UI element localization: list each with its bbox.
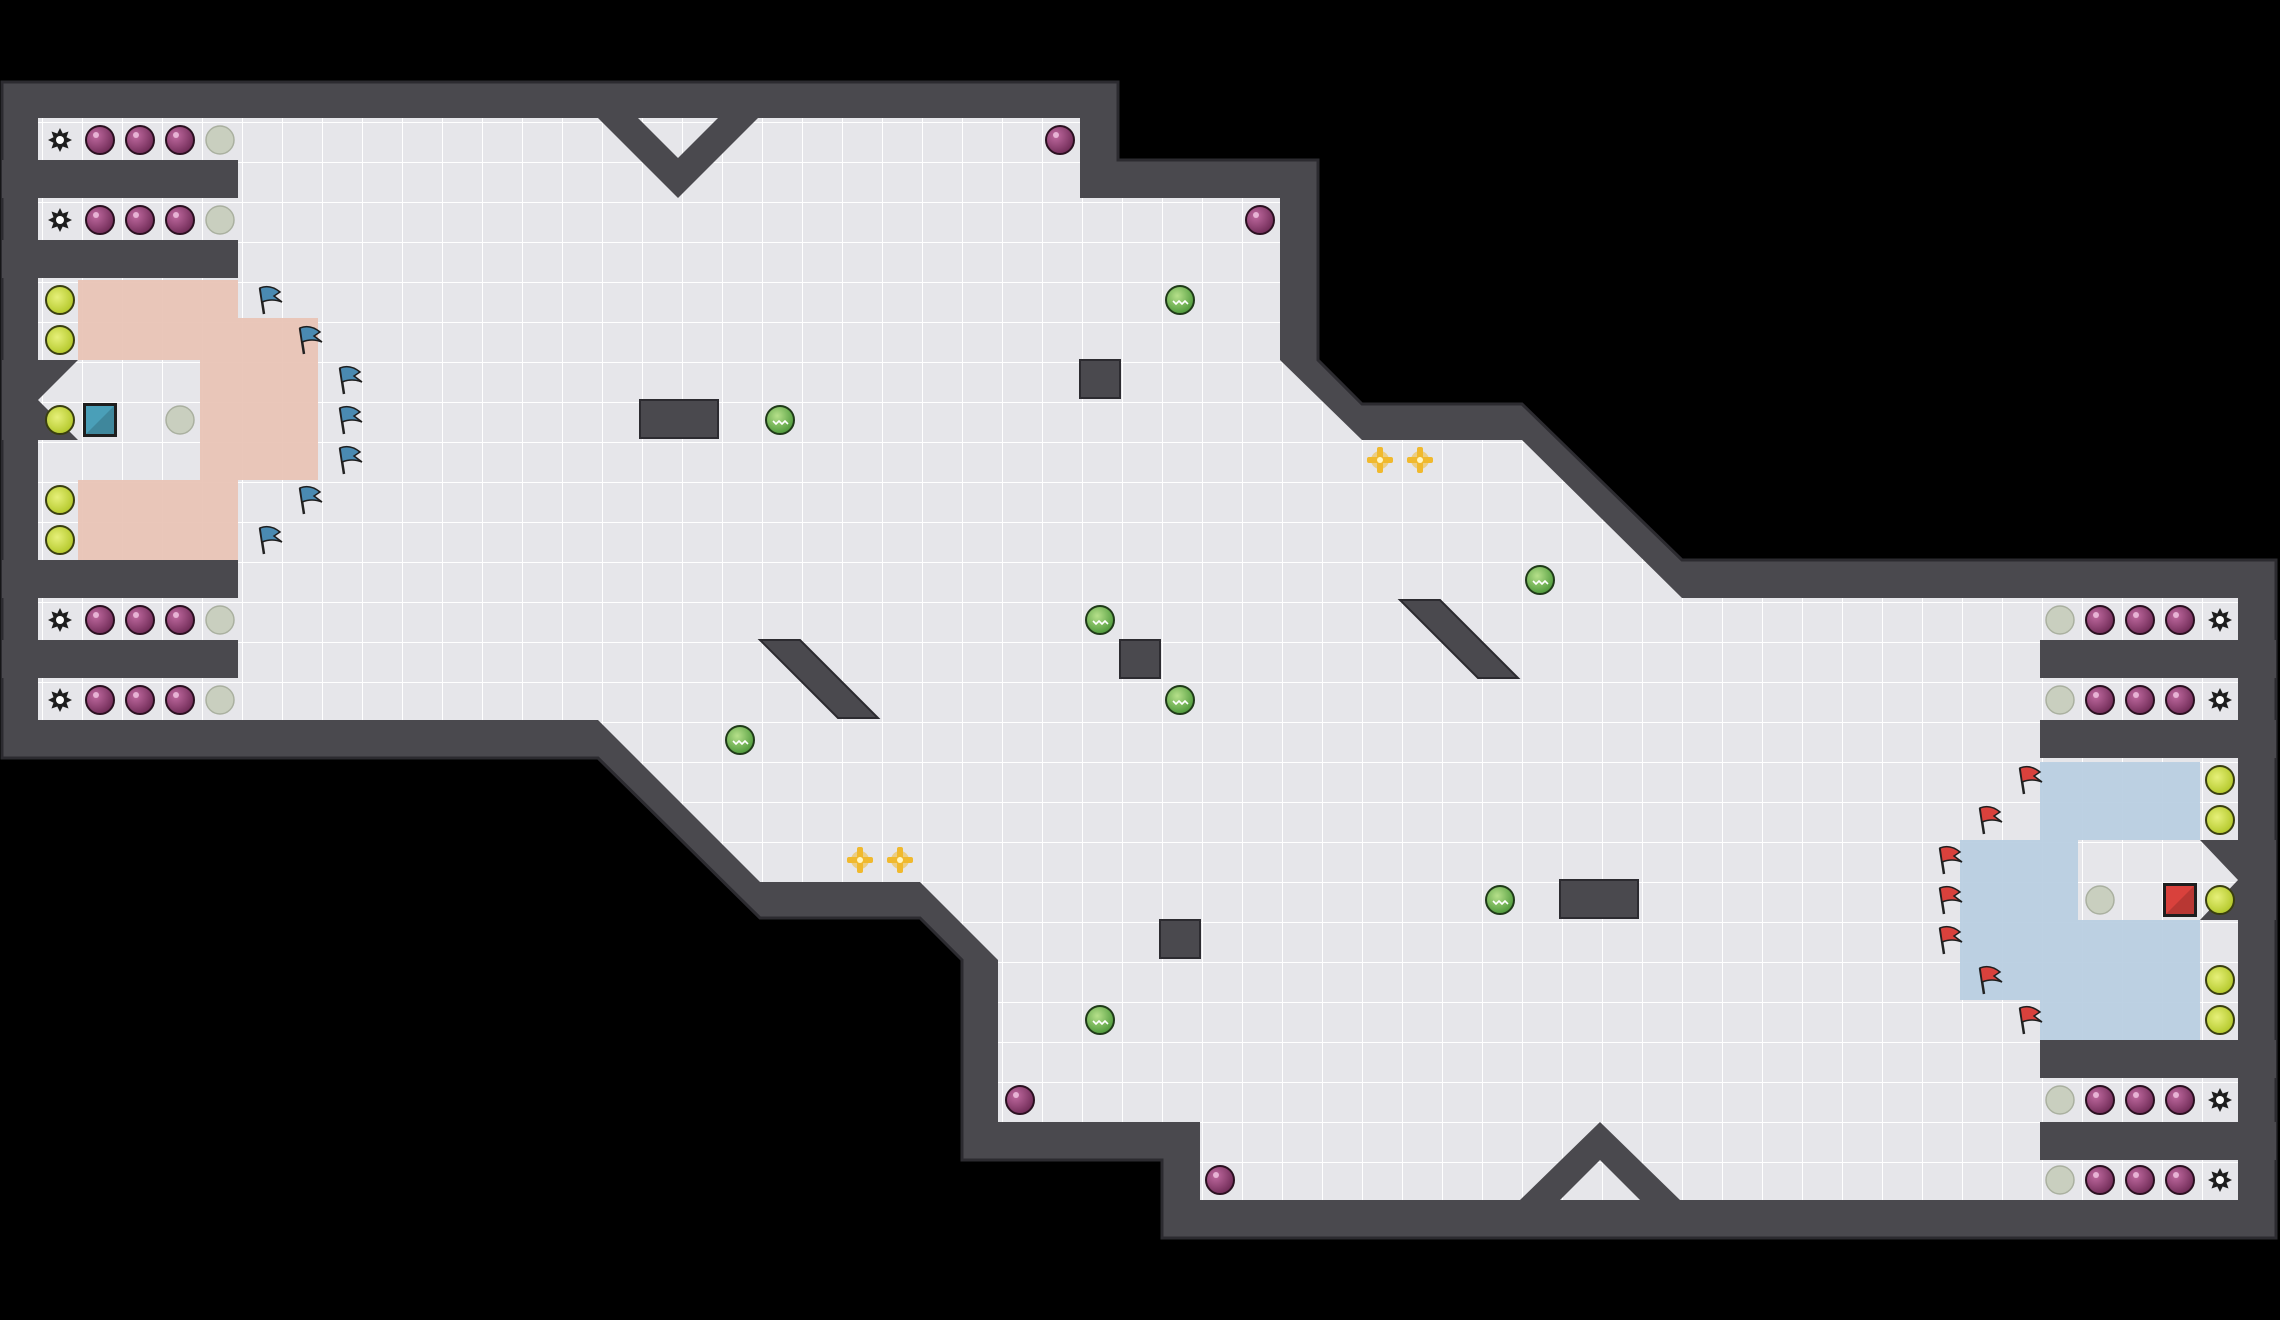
flag-icon[interactable] — [1938, 925, 1963, 955]
flag-icon[interactable] — [1938, 885, 1963, 915]
bomb-icon[interactable] — [165, 205, 195, 235]
spike-icon — [2208, 1168, 2232, 1192]
boost-pad-icon[interactable] — [45, 485, 75, 515]
bomb-icon[interactable] — [85, 605, 115, 635]
blue-base-zone — [1960, 762, 2200, 1040]
bomb-icon[interactable] — [2085, 1165, 2115, 1195]
portal-icon[interactable] — [887, 847, 913, 873]
bomb-icon[interactable] — [125, 685, 155, 715]
portal-icon[interactable] — [1367, 447, 1393, 473]
spike-icon — [2208, 688, 2232, 712]
bomb-icon[interactable] — [165, 685, 195, 715]
bomb-icon[interactable] — [1245, 205, 1275, 235]
bomb-icon[interactable] — [2085, 685, 2115, 715]
map-items — [45, 125, 2235, 1195]
bomb-icon[interactable] — [85, 685, 115, 715]
flag-icon[interactable] — [338, 445, 363, 475]
flag-icon[interactable] — [2018, 1005, 2043, 1035]
spike-icon — [48, 128, 72, 152]
inactive-boost-icon — [2045, 685, 2075, 715]
powerup-icon[interactable] — [765, 405, 795, 435]
boost-pad-icon[interactable] — [45, 285, 75, 315]
red-base-zone — [78, 280, 318, 560]
spike-icon — [2208, 608, 2232, 632]
bomb-icon[interactable] — [125, 125, 155, 155]
boost-pad-icon[interactable] — [2205, 805, 2235, 835]
inactive-boost-icon — [205, 685, 235, 715]
boost-pad-icon[interactable] — [45, 325, 75, 355]
bomb-icon[interactable] — [125, 205, 155, 235]
boost-pad-icon[interactable] — [2205, 965, 2235, 995]
bomb-icon[interactable] — [85, 125, 115, 155]
top-notch-inner — [638, 118, 718, 158]
bomb-icon[interactable] — [2085, 605, 2115, 635]
portal-icon[interactable] — [1407, 447, 1433, 473]
flag-icon[interactable] — [1978, 965, 2003, 995]
boost-pad-icon[interactable] — [45, 525, 75, 555]
spike-icon — [48, 208, 72, 232]
inactive-boost-icon — [2045, 1165, 2075, 1195]
flag-icon[interactable] — [338, 405, 363, 435]
bomb-icon[interactable] — [2165, 1085, 2195, 1115]
powerup-icon[interactable] — [1085, 605, 1115, 635]
inactive-boost-icon — [2045, 605, 2075, 635]
flag-icon[interactable] — [258, 525, 283, 555]
flag-icon[interactable] — [2018, 765, 2043, 795]
flag-icon[interactable] — [338, 365, 363, 395]
flag-icon[interactable] — [298, 485, 323, 515]
bomb-icon[interactable] — [125, 605, 155, 635]
inactive-boost-icon — [2085, 885, 2115, 915]
powerup-icon[interactable] — [1485, 885, 1515, 915]
bomb-icon[interactable] — [1205, 1165, 1235, 1195]
bomb-icon[interactable] — [165, 125, 195, 155]
flag-icon[interactable] — [258, 285, 283, 315]
spike-icon — [48, 608, 72, 632]
flag-icon[interactable] — [1938, 845, 1963, 875]
inactive-boost-icon — [205, 125, 235, 155]
powerup-icon[interactable] — [725, 725, 755, 755]
inactive-boost-icon — [2045, 1085, 2075, 1115]
spike-icon — [2208, 1088, 2232, 1112]
powerup-icon[interactable] — [1165, 685, 1195, 715]
boost-pad-icon[interactable] — [2205, 1005, 2235, 1035]
powerup-icon[interactable] — [1165, 285, 1195, 315]
bomb-icon[interactable] — [1005, 1085, 1035, 1115]
bomb-icon[interactable] — [2165, 605, 2195, 635]
bomb-icon[interactable] — [85, 205, 115, 235]
inactive-boost-icon — [165, 405, 195, 435]
spike-icon — [48, 688, 72, 712]
portal-icon[interactable] — [847, 847, 873, 873]
bomb-icon[interactable] — [1045, 125, 1075, 155]
inactive-boost-icon — [205, 605, 235, 635]
bomb-icon[interactable] — [2125, 605, 2155, 635]
bomb-icon[interactable] — [2165, 1165, 2195, 1195]
obstacles — [639, 359, 1639, 959]
flag-icon[interactable] — [298, 325, 323, 355]
bottom-notch-inner — [1560, 1160, 1640, 1200]
bomb-icon[interactable] — [2165, 685, 2195, 715]
inactive-boost-icon — [205, 205, 235, 235]
left-wall-shelves — [2, 160, 238, 678]
boost-pad-icon[interactable] — [45, 405, 75, 435]
bomb-icon[interactable] — [2085, 1085, 2115, 1115]
flag-base-icon[interactable] — [2163, 883, 2197, 917]
flag-icon[interactable] — [1978, 805, 2003, 835]
right-wall-shelves — [2040, 640, 2276, 1160]
boost-pad-icon[interactable] — [2205, 885, 2235, 915]
powerup-icon[interactable] — [1525, 565, 1555, 595]
bomb-icon[interactable] — [2125, 1085, 2155, 1115]
powerup-icon[interactable] — [1085, 1005, 1115, 1035]
flag-base-icon[interactable] — [83, 403, 117, 437]
boost-pad-icon[interactable] — [2205, 765, 2235, 795]
bomb-icon[interactable] — [2125, 685, 2155, 715]
bomb-icon[interactable] — [2125, 1165, 2155, 1195]
bomb-icon[interactable] — [165, 605, 195, 635]
